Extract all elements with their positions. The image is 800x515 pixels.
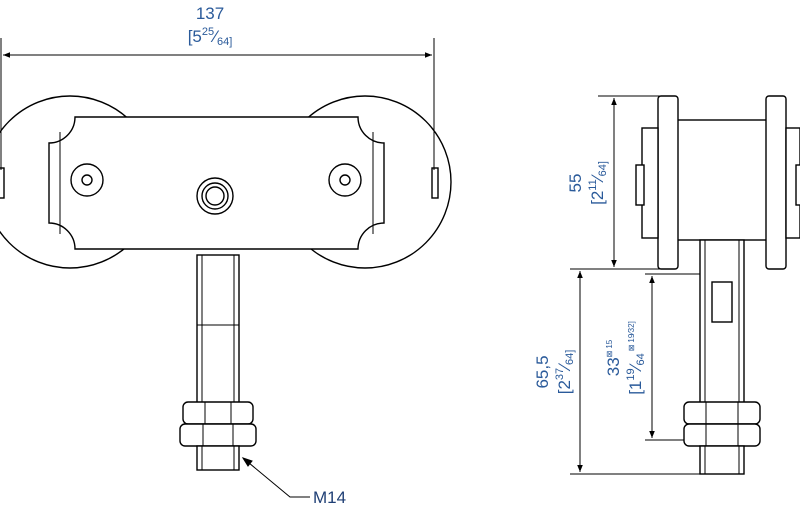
top-dimension-mm: 55: [566, 174, 585, 193]
left-axle-nut: [635, 164, 645, 206]
right-bolt-hole: [339, 174, 351, 186]
left-flange: [657, 95, 679, 270]
front-view: [0, 95, 452, 471]
lower-nut: [179, 423, 257, 447]
right-axle-stub: [431, 167, 439, 199]
top-dimension-inch: [211⁄64]: [587, 161, 609, 205]
thread-callout-label: M14: [313, 488, 346, 507]
upper-nut: [182, 401, 254, 425]
width-dimension: [0, 38, 435, 170]
left-bolt-hole: [81, 174, 93, 186]
adjust-dimension-label: 33⊠15 [119⁄64⊠19⁄32]: [604, 321, 647, 395]
hub: [675, 119, 769, 241]
thread-leader: [241, 457, 310, 498]
right-flange: [765, 95, 787, 270]
width-dimension-mm: 137: [196, 4, 224, 23]
adjust-dimension-inch: [119⁄64⊠19⁄32]: [625, 321, 647, 395]
side-threaded-end: [699, 445, 745, 475]
bottom-dimension-mm: 65,5: [533, 355, 552, 388]
side-lower-nut: [683, 423, 761, 447]
side-dimensions: [570, 95, 700, 475]
top-dimension-label: 55 [211⁄64]: [566, 161, 609, 205]
stem: [196, 254, 240, 406]
bottom-dimension-inch: [237⁄64]: [554, 350, 576, 395]
bottom-dimension-label: 65,5 [237⁄64]: [533, 350, 576, 395]
left-axle-stub: [0, 167, 5, 199]
side-upper-nut: [683, 401, 761, 425]
threaded-end: [196, 445, 240, 471]
center-hole-core: [205, 186, 225, 206]
width-dimension-inch: [525⁄64]: [188, 26, 233, 48]
adjust-dimension-mm: 33⊠15: [604, 339, 623, 376]
right-axle-nut: [795, 164, 800, 206]
right-axle-cap: [785, 127, 800, 239]
stem-slot: [711, 281, 733, 323]
side-view: [635, 95, 800, 475]
